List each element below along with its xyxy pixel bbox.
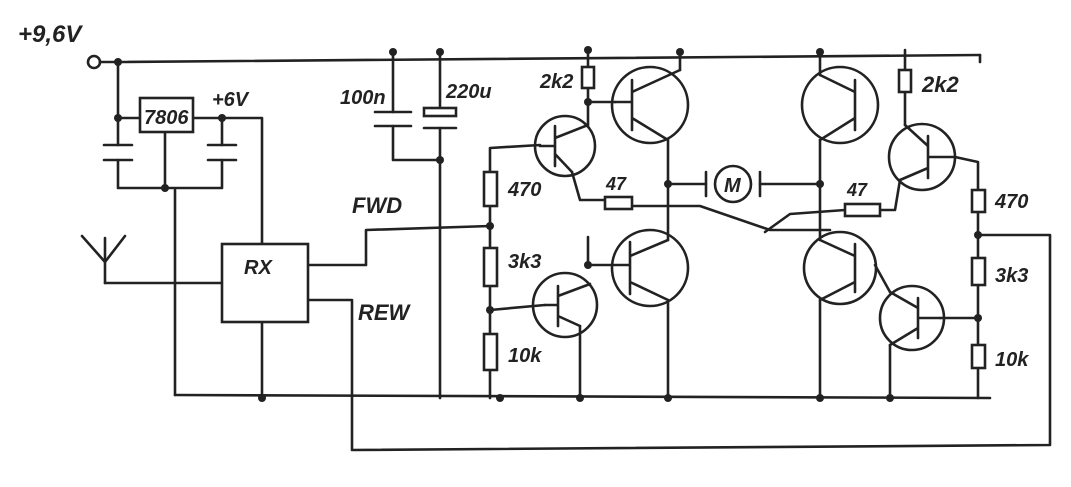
resistor-47-left — [603, 195, 634, 211]
receiver-label: RX — [244, 257, 273, 279]
junction-dots — [114, 46, 982, 402]
r-3k3-left-label: 3k3 — [508, 251, 541, 273]
capacitor-220u — [422, 106, 458, 130]
resistor-47-right — [843, 202, 882, 218]
transistor-left-low — [610, 228, 690, 308]
supply-rail — [98, 53, 982, 64]
receiver-outputs — [260, 224, 1052, 452]
transistor-right-low — [802, 230, 878, 306]
transistor-left-high — [610, 65, 690, 145]
r-470-left-label: 470 — [507, 179, 541, 201]
r-47-left-label: 47 — [605, 174, 627, 194]
capacitor-100n — [373, 110, 413, 128]
regulator-input-capacitor — [102, 143, 134, 162]
r-470-right-label: 470 — [994, 191, 1028, 213]
motor: M — [704, 164, 762, 204]
cap-100n-label: 100n — [340, 87, 386, 109]
resistor-3k3-right — [970, 256, 987, 287]
r-2k2-right-label: 2k2 — [921, 72, 959, 97]
capacitor-bank-wiring — [391, 50, 442, 400]
transistor-right-driver-bottom — [878, 284, 946, 352]
cap-220u-label: 220u — [445, 81, 492, 103]
fwd-label: FWD — [352, 193, 402, 218]
rew-label: REW — [358, 300, 412, 325]
r-10k-left-label: 10k — [508, 345, 542, 367]
supply-voltage-label: +9,6V — [18, 21, 83, 48]
r-3k3-right-label: 3k3 — [995, 265, 1028, 287]
antenna — [80, 234, 224, 285]
transistor-left-driver-top — [533, 114, 597, 178]
transistor-right-high — [800, 65, 880, 145]
r-47-right-label: 47 — [846, 180, 868, 200]
resistor-470-right — [970, 188, 987, 214]
resistor-3k3-left — [482, 246, 499, 288]
supply-terminal — [86, 54, 102, 70]
receiver-module: RX — [220, 242, 310, 324]
motor-label: M — [724, 175, 742, 197]
resistor-470-left — [482, 170, 499, 208]
resistor-2k2-right — [897, 68, 913, 94]
r-2k2-left-label: 2k2 — [539, 71, 573, 93]
r-10k-right-label: 10k — [995, 349, 1029, 371]
resistor-10k-right — [970, 343, 987, 370]
resistor-10k-left — [482, 332, 499, 372]
regulator-output-capacitor — [206, 143, 238, 162]
regulator-output-label: +6V — [212, 89, 250, 111]
resistor-2k2-left — [580, 65, 596, 90]
regulator-7806: 7806 — [138, 96, 195, 134]
transistor-right-driver-top — [887, 122, 957, 192]
transistor-left-driver-bottom — [531, 271, 599, 339]
right-bridge-wiring — [758, 48, 980, 400]
regulator-label: 7806 — [144, 107, 189, 129]
